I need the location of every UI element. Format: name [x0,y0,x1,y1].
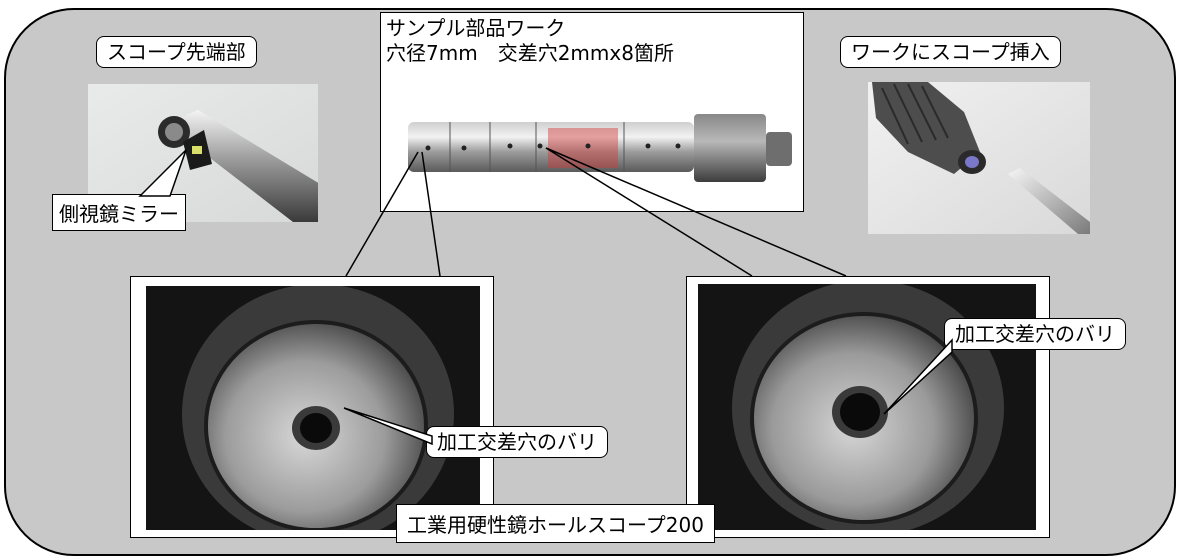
burr-label-left: 加工交差穴のバリ [426,426,608,458]
insert-scope-label: ワークにスコープ挿入 [840,36,1061,68]
left-scope-view [146,286,480,530]
sample-workpiece-photo [398,108,796,204]
product-name-label: 工業用硬性鏡ホールスコープ200 [396,504,715,543]
scope-tip-label: スコープ先端部 [96,36,257,68]
burr-label-right: 加工交差穴のバリ [944,318,1126,350]
sample-title-line1: サンプル部品ワーク [386,16,566,40]
sample-title-line2: 穴径7mm 交差穴2mmx8箇所 [386,41,674,65]
side-mirror-label: 側視鏡ミラー [52,194,186,231]
insert-scope-photo [868,82,1090,234]
